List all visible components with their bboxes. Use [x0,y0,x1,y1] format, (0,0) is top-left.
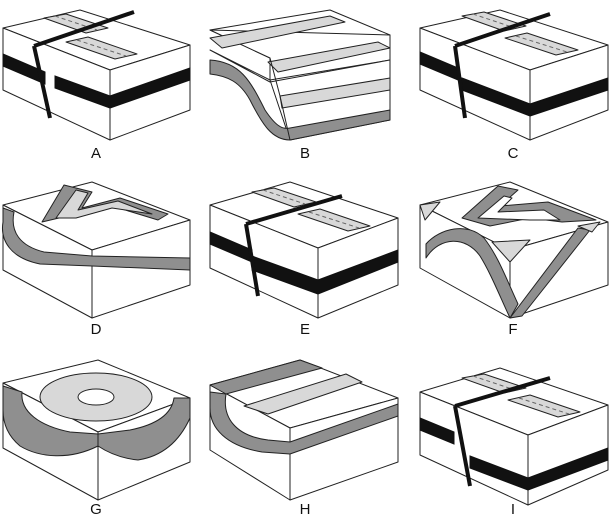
block-a: A [2,9,191,162]
block-b-light-band-1 [209,15,346,49]
block-c-road-centerline-2 [515,35,568,53]
block-f-top-inner [477,195,561,221]
block-b-upper [209,29,391,81]
block-b: B [209,9,391,162]
block-b-dark-fold-bed [209,59,391,141]
block-f: F [419,181,609,338]
panel-label-e: E [300,321,310,338]
block-i-bed-left [419,417,455,445]
block-b-light-band-2 [267,41,391,73]
block-a-bed-right [109,67,191,109]
block-a-bed-left [2,53,46,85]
panel-label-d: D [91,321,102,338]
block-d-light-v [55,189,153,219]
panel-label-c: C [508,145,519,162]
panel-label-h: H [300,501,311,516]
block-e: E [209,181,399,338]
block-g-dark-left-basin [2,385,99,457]
block-g: G [2,359,191,516]
block-e-road-centerline [262,189,306,205]
block-i-road-centerline [472,375,516,391]
panel-label-g: G [90,501,102,516]
block-i-fault-plane [453,405,472,487]
block-c-road-centerline [472,13,516,29]
block-g-ring-center [77,388,115,406]
block-a-road-centerline-2 [76,39,127,57]
block-e-fault-trace [245,194,343,226]
block-h-dark-top-band [209,359,323,395]
block-f-light-corner-right [577,221,601,233]
block-i-bed-right [527,447,609,491]
panel-label-b: B [300,145,310,162]
block-d-dark-bed [1,207,191,271]
block-d: D [1,181,191,338]
block-c: C [419,9,609,162]
block-c-bed-right [529,77,609,117]
block-g-dark-right-basin [97,397,191,461]
block-h-dark-bed [209,391,399,455]
block-i: I [419,367,609,516]
block-a-fault-plane [32,45,52,119]
block-a-fault-trace [33,10,135,48]
panel-label-i: I [511,501,515,516]
block-d-right [91,219,191,319]
block-b-fold-edge [269,57,291,141]
panel-label-a: A [91,145,101,162]
block-h-light-band [243,373,363,415]
block-c-fault-plane [453,45,467,119]
block-h: H [209,359,399,516]
block-e-road-centerline-2 [308,211,360,229]
block-f-light-corner-left [419,201,441,221]
block-i-road-centerline-2 [518,397,570,415]
panel-label-f: F [508,321,517,338]
block-e-bed-right [317,249,399,295]
block-e-fault-plane [244,223,260,297]
block-f-light-corner-center [491,239,531,263]
block-f-dark-left-bed [425,228,519,319]
block-i-fault-trace [454,376,551,408]
block-c-fault-trace [454,12,551,48]
